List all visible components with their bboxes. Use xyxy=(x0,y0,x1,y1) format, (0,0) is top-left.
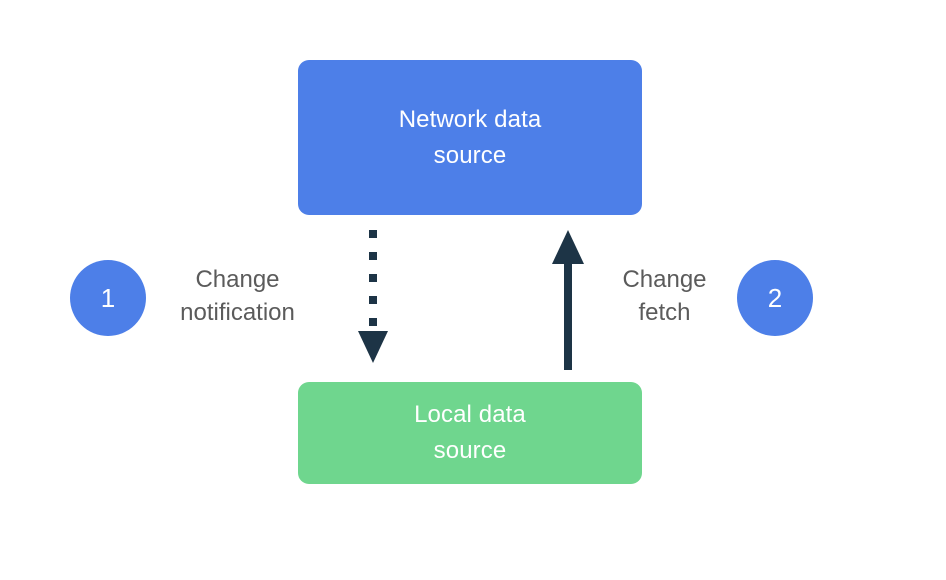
step-badge-1-number: 1 xyxy=(100,283,116,313)
step-badge-2: 2 xyxy=(737,260,813,336)
change-notification-arrow-icon xyxy=(358,230,388,363)
node-network-data-source-label: Network data source xyxy=(398,105,542,169)
step-badge-1: 1 xyxy=(70,260,146,336)
change-fetch-arrow-icon xyxy=(552,230,584,370)
step-caption-change-fetch: Change fetch xyxy=(622,266,707,326)
step-badge-2-number: 2 xyxy=(767,283,783,313)
node-network-data-source: Network data source xyxy=(298,60,642,215)
node-local-data-source-label: Local data source xyxy=(414,401,526,464)
step-caption-change-notification: Change notification xyxy=(180,266,295,326)
node-local-data-source: Local data source xyxy=(298,382,642,484)
